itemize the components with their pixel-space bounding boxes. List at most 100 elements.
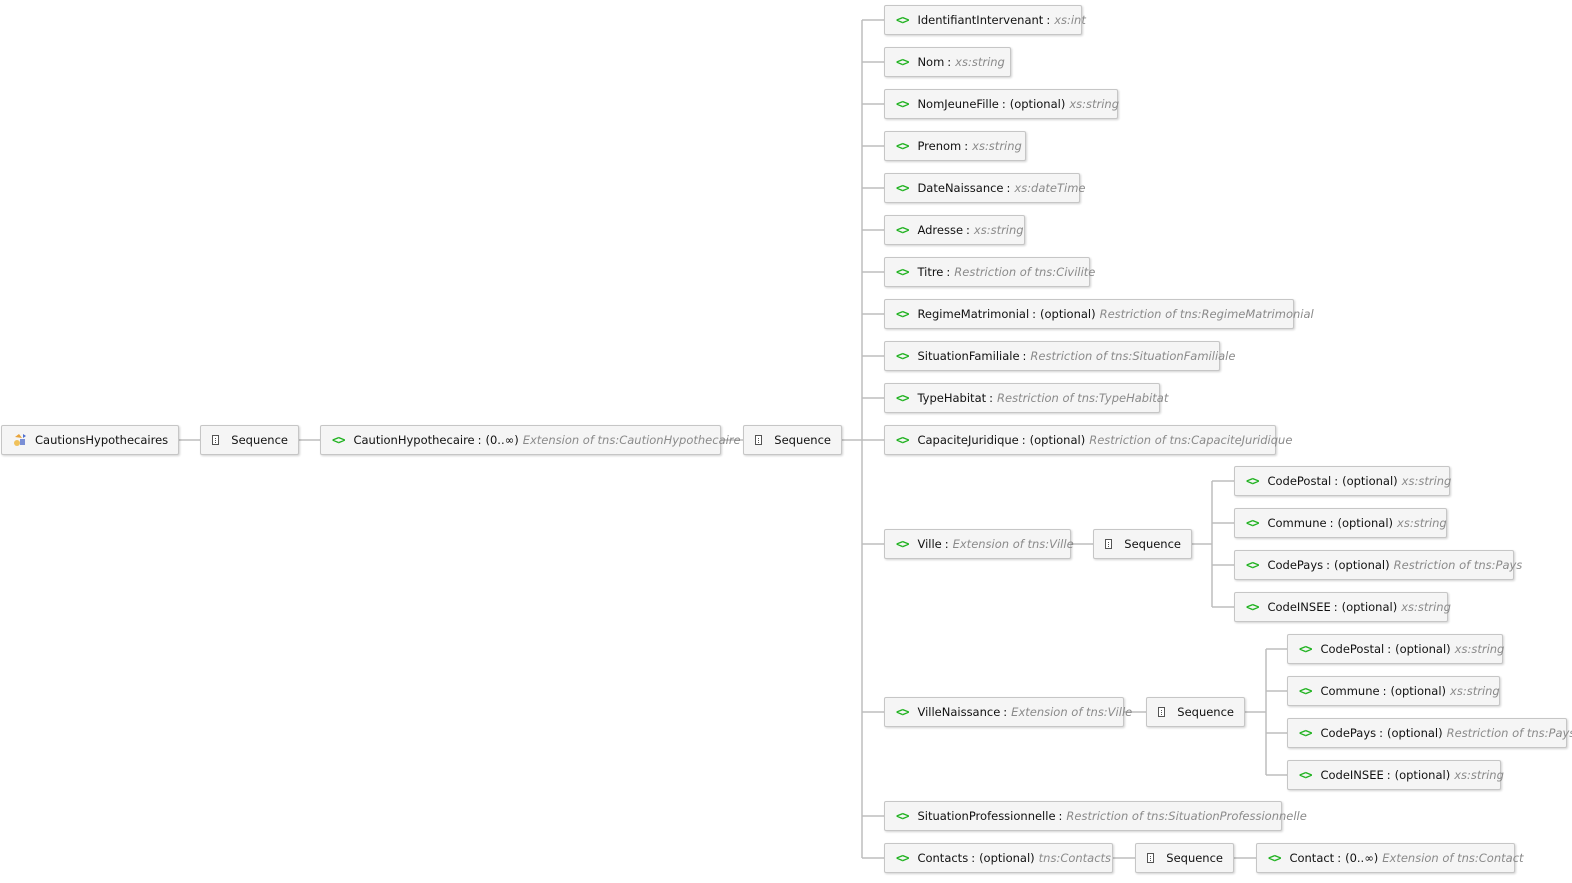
ville-child-codeinsee[interactable]: <>CodeINSEE:(optional)xs:string — [1234, 592, 1451, 622]
root-element-node[interactable]: CautionsHypothecaires — [1, 425, 179, 455]
name-separator: : — [1021, 433, 1026, 447]
name-separator: : — [1334, 474, 1339, 488]
name-separator: : — [477, 433, 482, 447]
ville-child-codepays[interactable]: <>CodePays:(optional)Restriction of tns:… — [1234, 550, 1522, 580]
name-separator: : — [1326, 558, 1331, 572]
element-name: Adresse — [917, 223, 964, 237]
element-node-nomjeunefille[interactable]: <>NomJeuneFille:(optional)xs:string — [884, 89, 1119, 119]
root-element-icon — [13, 433, 27, 447]
element-cardinality: (optional) — [1387, 726, 1443, 740]
element-node-capacitejuridique[interactable]: <>CapaciteJuridique:(optional)Restrictio… — [884, 425, 1292, 455]
element-node-prenom[interactable]: <>Prenom:xs:string — [884, 131, 1026, 161]
element-type: xs:string — [1401, 474, 1452, 488]
element-icon: <> — [1299, 768, 1312, 782]
element-type: xs:string — [1401, 600, 1451, 614]
element-node-villenaissance[interactable]: <>VilleNaissance:Extension of tns:Ville — [884, 697, 1132, 727]
element-name: Titre — [917, 265, 944, 279]
element-name: VilleNaissance — [917, 705, 1001, 719]
element-name: IdentifiantIntervenant — [917, 13, 1044, 27]
element-name: RegimeMatrimonial — [917, 307, 1030, 321]
element-cardinality: (optional) — [1394, 768, 1451, 782]
villenaissance-child-codepostal[interactable]: <>CodePostal:(optional)xs:string — [1287, 634, 1504, 664]
element-icon: <> — [1246, 474, 1259, 488]
name-separator: : — [1337, 851, 1342, 865]
element-icon: <> — [1299, 642, 1312, 656]
element-cardinality: (optional) — [1337, 516, 1394, 530]
name-separator: : — [1022, 349, 1027, 363]
element-icon: <> — [896, 307, 909, 321]
element-name: CodePostal — [1320, 642, 1385, 656]
element-node-cautionhypothecaire[interactable]: <>CautionHypothecaire:(0..∞)Extension of… — [320, 425, 741, 455]
element-type: Restriction of tns:CapaciteJuridique — [1089, 433, 1293, 447]
name-separator: : — [971, 851, 976, 865]
element-name: DateNaissance — [917, 181, 1004, 195]
sequence-icon — [1158, 707, 1166, 717]
element-node-typehabitat[interactable]: <>TypeHabitat:Restriction of tns:TypeHab… — [884, 383, 1168, 413]
ville-child-commune[interactable]: <>Commune:(optional)xs:string — [1234, 508, 1447, 538]
sequence-icon — [1147, 853, 1155, 863]
element-cardinality: (optional) — [1029, 433, 1086, 447]
sequence-icon — [212, 435, 220, 445]
element-node-contacts[interactable]: <>Contacts:(optional)tns:Contacts — [884, 843, 1113, 873]
sequence-node-ville[interactable]: Sequence — [1093, 529, 1192, 559]
element-name: CautionHypothecaire — [353, 433, 475, 447]
element-icon: <> — [1246, 516, 1259, 530]
element-name: CodeINSEE — [1267, 600, 1331, 614]
element-icon: <> — [896, 181, 909, 195]
element-node-titre[interactable]: <>Titre:Restriction of tns:Civilite — [884, 257, 1095, 287]
name-separator: : — [1032, 307, 1037, 321]
element-icon: <> — [896, 705, 909, 719]
ville-child-codepostal[interactable]: <>CodePostal:(optional)xs:string — [1234, 466, 1452, 496]
element-node-regimematrimonial[interactable]: <>RegimeMatrimonial:(optional)Restrictio… — [884, 299, 1314, 329]
element-type: Extension of tns:Ville — [952, 537, 1074, 551]
name-separator: : — [947, 55, 952, 69]
name-separator: : — [1333, 600, 1338, 614]
element-icon: <> — [896, 537, 909, 551]
name-separator: : — [1046, 13, 1051, 27]
sequence-label: Sequence — [231, 433, 288, 447]
element-node-adresse[interactable]: <>Adresse:xs:string — [884, 215, 1025, 245]
element-icon: <> — [896, 139, 909, 153]
element-node-datenaissance[interactable]: <>DateNaissance:xs:dateTime — [884, 173, 1086, 203]
element-icon: <> — [896, 349, 909, 363]
element-icon: <> — [896, 391, 909, 405]
element-node-contact[interactable]: <>Contact:(0..∞)Extension of tns:Contact — [1256, 843, 1524, 873]
sequence-node-caution[interactable]: Sequence — [743, 425, 842, 455]
sequence-node-root[interactable]: Sequence — [200, 425, 299, 455]
element-icon: <> — [896, 223, 909, 237]
villenaissance-child-commune[interactable]: <>Commune:(optional)xs:string — [1287, 676, 1500, 706]
element-icon: <> — [896, 97, 909, 111]
element-type: Extension of tns:Ville — [1011, 705, 1133, 719]
element-name: SituationProfessionnelle — [917, 809, 1056, 823]
element-node-situationfamiliale[interactable]: <>SituationFamiliale:Restriction of tns:… — [884, 341, 1235, 371]
sequence-node-contacts[interactable]: Sequence — [1135, 843, 1234, 873]
element-node-identifiantintervenant[interactable]: <>IdentifiantIntervenant:xs:int — [884, 5, 1086, 35]
element-type: Restriction of tns:SituationFamiliale — [1030, 349, 1236, 363]
element-icon: <> — [896, 433, 909, 447]
element-type: Restriction of tns:RegimeMatrimonial — [1099, 307, 1314, 321]
element-name: Prenom — [917, 139, 962, 153]
villenaissance-child-codeinsee[interactable]: <>CodeINSEE:(optional)xs:string — [1287, 760, 1504, 790]
element-node-ville[interactable]: <>Ville:Extension of tns:Ville — [884, 529, 1074, 559]
villenaissance-child-codepays[interactable]: <>CodePays:(optional)Restriction of tns:… — [1287, 718, 1572, 748]
element-cardinality: (optional) — [1341, 600, 1398, 614]
sequence-icon — [755, 435, 763, 445]
element-type: Restriction of tns:TypeHabitat — [997, 391, 1169, 405]
sequence-node-villenaissance[interactable]: Sequence — [1146, 697, 1245, 727]
element-icon: <> — [1268, 851, 1281, 865]
element-type: xs:string — [1454, 768, 1504, 782]
element-name: CodePays — [1267, 558, 1324, 572]
element-icon: <> — [1246, 558, 1259, 572]
element-icon: <> — [1299, 684, 1312, 698]
element-cardinality: (0..∞) — [1345, 851, 1379, 865]
element-node-nom[interactable]: <>Nom:xs:string — [884, 47, 1011, 77]
element-type: xs:dateTime — [1014, 181, 1086, 195]
element-node-situationprofessionnelle[interactable]: <>SituationProfessionnelle:Restriction o… — [884, 801, 1307, 831]
sequence-label: Sequence — [1177, 705, 1234, 719]
element-icon: <> — [1299, 726, 1312, 740]
element-cardinality: (optional) — [1334, 558, 1390, 572]
element-cardinality: (optional) — [1009, 97, 1066, 111]
element-name: Commune — [1320, 684, 1380, 698]
element-type: tns:Contacts — [1038, 851, 1112, 865]
